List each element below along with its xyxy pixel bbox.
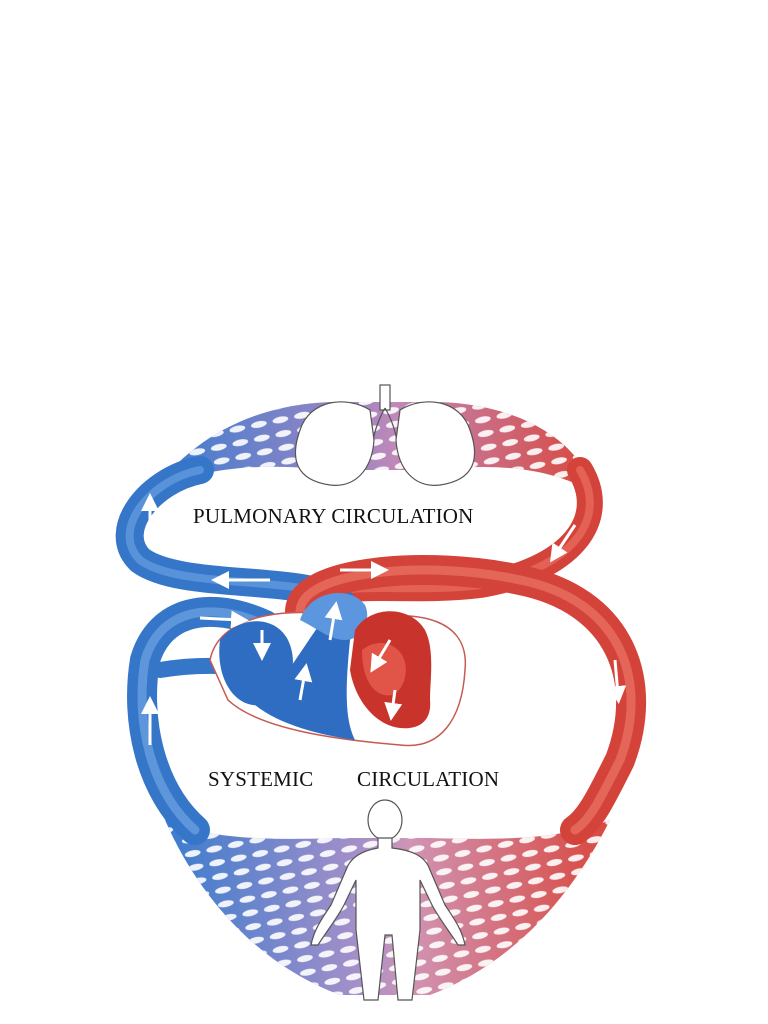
flow-arrows	[141, 493, 627, 745]
aorta-red	[285, 555, 647, 845]
arrow-heart-la-icon	[370, 639, 392, 673]
arrow-heart-pa-up-icon	[324, 601, 343, 641]
arrow-cava-right-icon	[199, 610, 249, 629]
arrow-pulmonary-vein-down-icon	[550, 524, 577, 563]
arrow-heart-lv-icon	[384, 689, 403, 721]
arrow-heart-rv-up-icon	[294, 663, 313, 701]
pulmonary-artery-blue	[115, 456, 354, 614]
human-body-icon	[310, 799, 466, 1001]
lungs-icon	[294, 384, 476, 486]
pulmonary-circulation-label: PULMONARY CIRCULATION	[193, 504, 474, 528]
arrow-systemic-down-icon	[608, 659, 627, 704]
systemic-label: SYSTEMIC	[208, 767, 313, 791]
circulation-label: CIRCULATION	[357, 767, 499, 791]
